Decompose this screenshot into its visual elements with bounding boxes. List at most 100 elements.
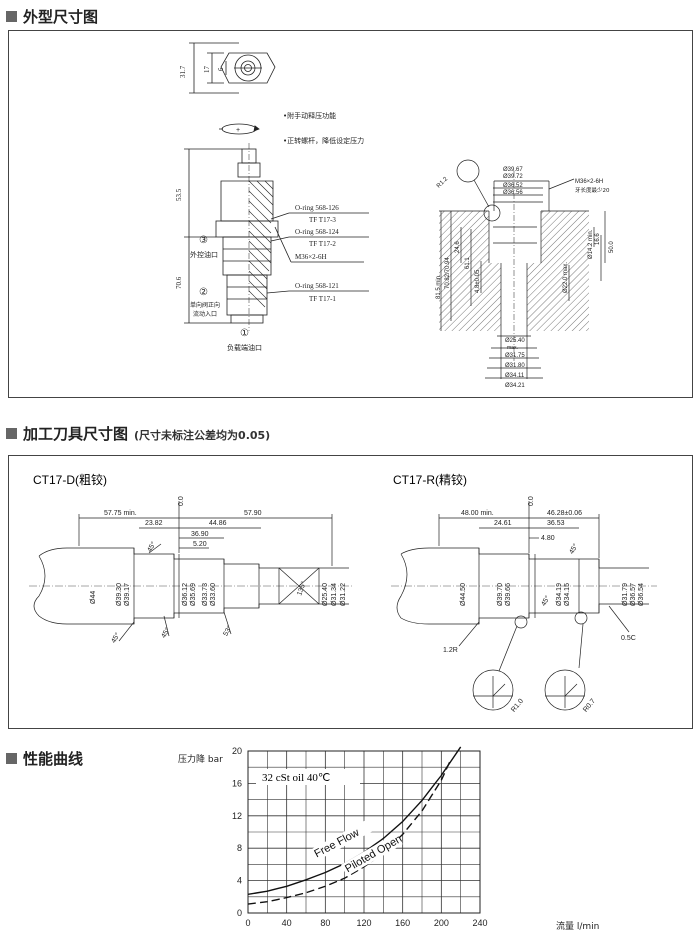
tool-r-dia-34-19: Ø34.19 — [556, 583, 563, 606]
tool-d-dim-57-75: 57.75 min. — [104, 510, 137, 517]
tool-r-dia-39-66: Ø39.66 — [505, 583, 512, 606]
tool-r-dia-39-70: Ø39.70 — [497, 583, 504, 606]
tool-d-dia-39-17: Ø39.17 — [124, 583, 131, 606]
section-note: (尺寸未标注公差均为0.05) — [134, 429, 271, 442]
rotation-arrow-icon: + — [219, 123, 260, 135]
valve-side-view — [184, 143, 369, 331]
tool-r-angle-1: 45° — [568, 542, 580, 555]
cavity-drawing — [439, 159, 606, 379]
x-tick-label: 200 — [434, 918, 449, 928]
tool-r-title: CT17-R(精铰) — [393, 472, 467, 487]
valve-thread-label: M36×2-6H — [295, 253, 327, 261]
tool-d-angle-3: 45° — [160, 626, 172, 639]
port-1-label: 负载端油口 — [227, 343, 262, 352]
x-tick-label: 40 — [282, 918, 292, 928]
port-1-number: ① — [240, 328, 249, 339]
dim-17: 17 — [203, 66, 211, 74]
note-manual-release: •附手动释压功能 — [283, 111, 336, 120]
cavity-dia-1: Ø39.67 — [503, 167, 523, 173]
cavity-dim-16-6: 16.6 — [595, 233, 601, 245]
cavity-dim-61-1: 61.1 — [465, 257, 471, 269]
tool-r-dia-36-54: Ø36.54 — [638, 583, 645, 606]
cavity-bottom-5: Ø34.21 — [505, 383, 525, 389]
tool-d-zero: 0.0 — [178, 496, 185, 506]
tool-r-dim-48: 48.00 min. — [461, 510, 494, 517]
cavity-dia-4: Ø36.56 — [503, 190, 523, 196]
tool-d-angle-4: 53° — [222, 624, 234, 637]
tool-d-dia-25-40: Ø25.40 — [322, 583, 329, 606]
tool-d-dia-44: Ø44 — [90, 591, 97, 604]
port-2-label: 单向阀正向 — [190, 301, 220, 309]
tool-d-dia-36-12: Ø36.12 — [182, 583, 189, 606]
section-header-performance: 性能曲线 — [6, 748, 83, 769]
tool-r-dia-31-79: Ø31.79 — [622, 583, 629, 606]
section-bullet-icon — [6, 11, 17, 22]
tool-r-angle-2: 45° — [540, 594, 552, 607]
tool-r-dia-34-15: Ø34.15 — [564, 583, 571, 606]
oring-2-tf: TF T17-2 — [309, 240, 336, 248]
cavity-bottom-2: Ø31.75 — [505, 353, 525, 359]
section-title: 外型尺寸图 — [23, 8, 99, 26]
outline-drawing: 31.7 17 6 •附手动释压功能 •正转螺杆，降低设定压力 + — [175, 42, 615, 389]
series-line-2 — [248, 758, 452, 905]
cavity-bottom-4: Ø34.11 — [505, 373, 525, 379]
cavity-thread-note: 牙长度最少20 — [575, 186, 610, 194]
x-tick-label: 240 — [472, 918, 487, 928]
cavity-dia-14-2: Ø14.2 min. — [588, 229, 594, 259]
tool-r-dim-46-28: 46.28±0.06 — [547, 510, 582, 517]
section-header-dimensions: 外型尺寸图 — [6, 6, 98, 27]
y-tick-label: 0 — [237, 908, 242, 918]
oring-2-name: O-ring 568-124 — [295, 228, 339, 236]
annotation-bg — [256, 769, 360, 785]
cavity-thread: M36×2-6H — [575, 179, 603, 185]
tool-r-drawing — [391, 501, 657, 711]
cavity-depth-range: 70.82/70.94 — [445, 257, 451, 289]
tool-d-dim-5-20: 5.20 — [193, 541, 207, 548]
oring-1-tf: TF T17-3 — [309, 216, 336, 224]
dim-53-5: 53.5 — [175, 188, 183, 201]
cavity-radius: R1.2 — [436, 176, 450, 190]
cavity-dim-24-6: 24.6 — [455, 241, 461, 253]
y-tick-label: 8 — [237, 843, 242, 853]
cavity-bottom-1-suffix: max. — [507, 345, 518, 351]
tool-r-dim-4-80: 4.80 — [541, 535, 555, 542]
tool-d-dim-44-86: 44.86 — [209, 520, 227, 527]
port-3-label: 外控油口 — [190, 250, 218, 259]
cavity-dia-3: Ø36.52 — [503, 183, 523, 189]
port-2-number: ② — [199, 287, 208, 298]
tool-r-radius-0-7: R0.7 — [582, 698, 597, 714]
valve-top-view — [189, 42, 276, 94]
section-bullet-icon — [6, 753, 17, 764]
tool-d-dim-57-90: 57.90 — [244, 510, 262, 517]
y-tick-label: 16 — [232, 778, 242, 788]
cavity-bottom-3: Ø31.80 — [505, 363, 525, 369]
section-title: 性能曲线 — [23, 750, 84, 768]
port-2-label-2: 流动入口 — [193, 310, 217, 318]
tool-d-dim-36-90: 36.90 — [191, 531, 209, 538]
chart-annotation: 32 cSt oil 40℃ — [262, 772, 330, 784]
tool-d-angle-5: 135° — [295, 580, 308, 597]
section-bullet-icon — [6, 428, 17, 439]
tool-r-dim-24-61: 24.61 — [494, 520, 512, 527]
x-tick-label: 120 — [356, 918, 371, 928]
tool-d-dia-33-73: Ø33.73 — [202, 583, 209, 606]
tool-d-dia-31-34: Ø31.34 — [331, 583, 338, 606]
tool-d-dim-23-82: 23.82 — [145, 520, 163, 527]
tool-d-dia-31-22: Ø31.22 — [340, 583, 347, 606]
plot-frame — [247, 750, 481, 914]
tool-r-dia-36-57: Ø36.57 — [630, 583, 637, 606]
svg-text:+: + — [236, 127, 240, 134]
tool-dimension-panel: CT17-D(粗铰) CT17-R(精铰) — [8, 455, 693, 729]
tool-r-radius-1-2: 1.2R — [443, 647, 458, 654]
tool-drawings: CT17-D(粗铰) CT17-R(精铰) — [29, 472, 657, 714]
section-header-tools: 加工刀具尺寸图 (尺寸未标注公差均为0.05) — [6, 423, 270, 444]
oring-1-name: O-ring 568-126 — [295, 204, 339, 212]
oring-3-name: O-ring 568-121 — [295, 282, 339, 290]
chart-xlabel: 流量 l/min — [556, 920, 599, 932]
tool-r-dia-44-50: Ø44.50 — [460, 583, 467, 606]
tool-d-dia-39-30: Ø39.30 — [116, 583, 123, 606]
x-tick-label: 0 — [245, 918, 250, 928]
tool-d-angle-2: 45° — [110, 631, 122, 644]
